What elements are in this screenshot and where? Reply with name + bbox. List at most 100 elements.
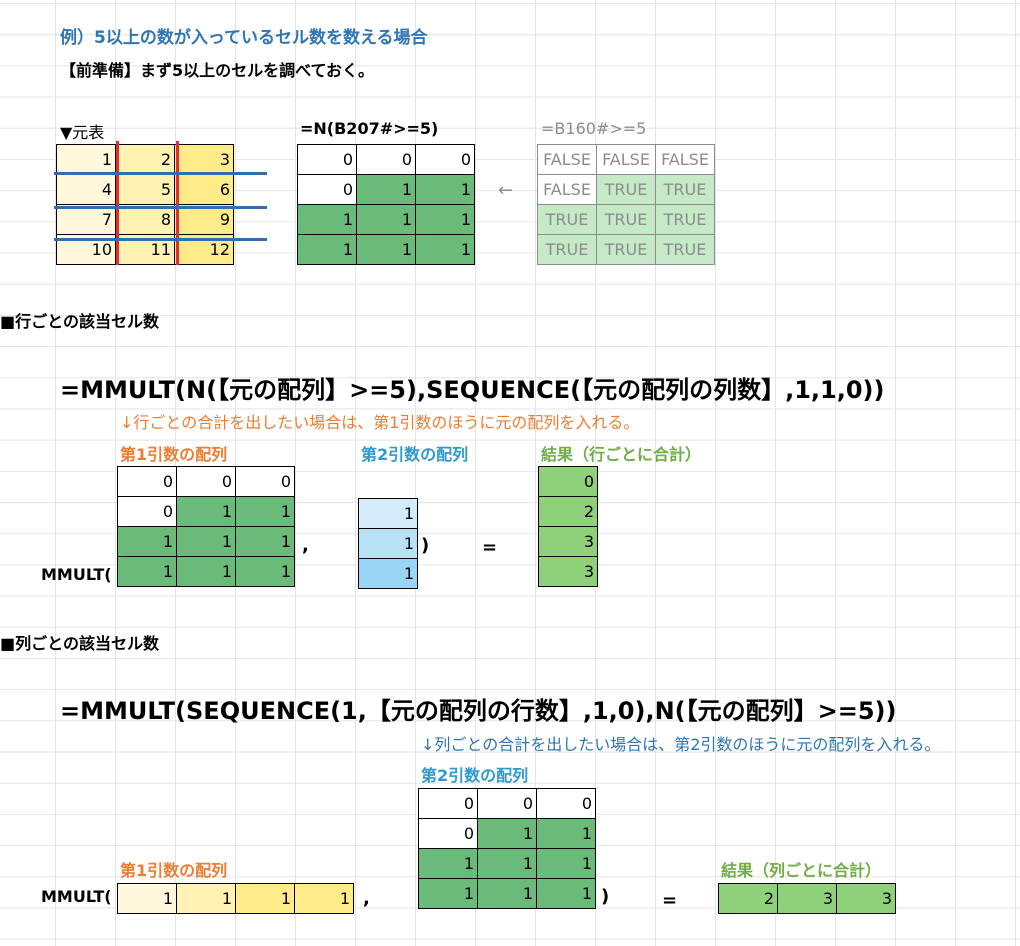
table-cell[interactable]: 1 — [176, 883, 236, 914]
row-arg1-table: 0 0 0 0 1 1 1 1 1 1 1 1 — [117, 466, 295, 587]
table-cell[interactable]: FALSE — [596, 144, 656, 175]
table-cell[interactable]: 1 — [477, 848, 537, 879]
row-result-table: 0 2 3 3 — [538, 466, 598, 587]
table-cell[interactable]: 2 — [538, 496, 598, 527]
table-cell[interactable]: 2 — [718, 883, 778, 914]
table-cell[interactable]: 0 — [477, 788, 537, 819]
table-cell[interactable]: 1 — [356, 204, 416, 235]
table-cell[interactable]: 1 — [56, 144, 116, 175]
blue-row-divider — [54, 238, 267, 241]
comma-col: , — [363, 888, 370, 909]
table-cell[interactable]: 1 — [536, 818, 596, 849]
table-cell[interactable]: 1 — [176, 556, 236, 587]
table-cell[interactable]: 1 — [418, 878, 478, 909]
table-cell[interactable]: 1 — [477, 878, 537, 909]
table-cell[interactable]: 1 — [418, 848, 478, 879]
table-cell[interactable]: 1 — [358, 528, 418, 559]
table-cell[interactable]: 2 — [115, 144, 175, 175]
label-arg1-row: 第1引数の配列 — [120, 445, 228, 464]
table-cell[interactable]: 1 — [358, 558, 418, 589]
mmult-label-col: MMULT( — [41, 887, 112, 906]
table-cell[interactable]: 1 — [477, 818, 537, 849]
table-cell[interactable]: 1 — [235, 883, 295, 914]
table-cell[interactable]: TRUE — [596, 174, 656, 205]
table-cell[interactable]: 8 — [115, 204, 175, 235]
table-cell[interactable]: 4 — [56, 174, 116, 205]
equals-col: = — [662, 890, 678, 911]
table-cell[interactable]: TRUE — [655, 174, 715, 205]
table-cell[interactable]: 0 — [176, 466, 236, 497]
table-cell[interactable]: FALSE — [655, 144, 715, 175]
table-cell[interactable]: 1 — [415, 204, 475, 235]
formula-row: =MMULT(N(【元の配列】>=5),SEQUENCE(【元の配列の列数】,1… — [60, 376, 885, 404]
table-cell[interactable]: 0 — [297, 174, 357, 205]
label-result-row: 結果（行ごとに合計） — [541, 445, 702, 464]
table-cell[interactable]: 1 — [176, 496, 236, 527]
col-result-table: 2 3 3 — [718, 883, 896, 914]
orig-table: 1 2 3 4 5 6 7 8 9 10 11 12 — [56, 144, 234, 265]
table-cell[interactable]: 1 — [235, 526, 295, 557]
red-column-divider — [176, 141, 179, 265]
table-cell[interactable]: FALSE — [537, 174, 597, 205]
label-arg1-col: 第1引数の配列 — [120, 861, 228, 880]
table-cell[interactable]: TRUE — [655, 234, 715, 265]
table-cell[interactable]: 0 — [418, 818, 478, 849]
table-cell[interactable]: 6 — [174, 174, 234, 205]
table-cell[interactable]: 1 — [117, 556, 177, 587]
blue-row-divider — [54, 206, 267, 209]
table-cell[interactable]: 1 — [536, 878, 596, 909]
close-paren-col: ) — [601, 886, 610, 907]
table-cell[interactable]: 1 — [235, 556, 295, 587]
table-cell[interactable]: 1 — [356, 174, 416, 205]
table-cell[interactable]: 0 — [415, 144, 475, 175]
row-arg2-table: 1 1 1 — [358, 498, 418, 589]
table-cell[interactable]: 5 — [115, 174, 175, 205]
comma-row: , — [302, 535, 309, 556]
table-cell[interactable]: 1 — [415, 174, 475, 205]
section-heading-col: ■列ごとの該当セル数 — [0, 634, 159, 653]
prep-text: 【前準備】まず5以上のセルを調べておく。 — [60, 61, 375, 80]
formula-n: =N(B207#>=5) — [300, 119, 439, 138]
table-cell[interactable]: 3 — [836, 883, 896, 914]
note-col: ↓列ごとの合計を出したい場合は、第2引数のほうに元の配列を入れる。 — [421, 735, 941, 754]
section-heading-row: ■行ごとの該当セル数 — [0, 312, 159, 331]
table-cell[interactable]: 1 — [536, 848, 596, 879]
note-row: ↓行ごとの合計を出したい場合は、第1引数のほうに元の配列を入れる。 — [120, 413, 640, 432]
table-cell[interactable]: 0 — [117, 466, 177, 497]
table-cell[interactable]: TRUE — [537, 234, 597, 265]
table-cell[interactable]: 0 — [536, 788, 596, 819]
table-cell[interactable]: 1 — [176, 526, 236, 557]
table-cell[interactable]: 9 — [174, 204, 234, 235]
table-cell[interactable]: TRUE — [655, 204, 715, 235]
table-cell[interactable]: 3 — [777, 883, 837, 914]
col-arg1-table: 1 1 1 1 — [117, 883, 354, 914]
table-cell[interactable]: 3 — [538, 526, 598, 557]
table-cell[interactable]: 1 — [415, 234, 475, 265]
mmult-label-row: MMULT( — [41, 565, 112, 584]
orig-table-label: ▼元表 — [60, 123, 105, 142]
table-cell[interactable]: 1 — [235, 496, 295, 527]
table-cell[interactable]: 1 — [117, 526, 177, 557]
table-cell[interactable]: 1 — [294, 883, 354, 914]
table-cell[interactable]: TRUE — [537, 204, 597, 235]
table-cell[interactable]: 0 — [418, 788, 478, 819]
label-result-col: 結果（列ごとに合計） — [721, 861, 882, 880]
equals-row: = — [482, 537, 498, 558]
table-cell[interactable]: 7 — [56, 204, 116, 235]
table-cell[interactable]: TRUE — [596, 204, 656, 235]
table-cell[interactable]: 0 — [235, 466, 295, 497]
table-cell[interactable]: 0 — [538, 466, 598, 497]
table-cell[interactable]: 3 — [538, 556, 598, 587]
table-cell[interactable]: 3 — [174, 144, 234, 175]
table-cell[interactable]: 1 — [117, 883, 177, 914]
table-cell[interactable]: 1 — [358, 498, 418, 529]
table-cell[interactable]: 1 — [297, 204, 357, 235]
table-cell[interactable]: 1 — [297, 234, 357, 265]
table-cell[interactable]: TRUE — [596, 234, 656, 265]
table-cell[interactable]: FALSE — [537, 144, 597, 175]
table-cell[interactable]: 0 — [117, 496, 177, 527]
bool-table: FALSE FALSE FALSE FALSE TRUE TRUE TRUE T… — [537, 144, 715, 265]
table-cell[interactable]: 1 — [356, 234, 416, 265]
table-cell[interactable]: 0 — [297, 144, 357, 175]
table-cell[interactable]: 0 — [356, 144, 416, 175]
